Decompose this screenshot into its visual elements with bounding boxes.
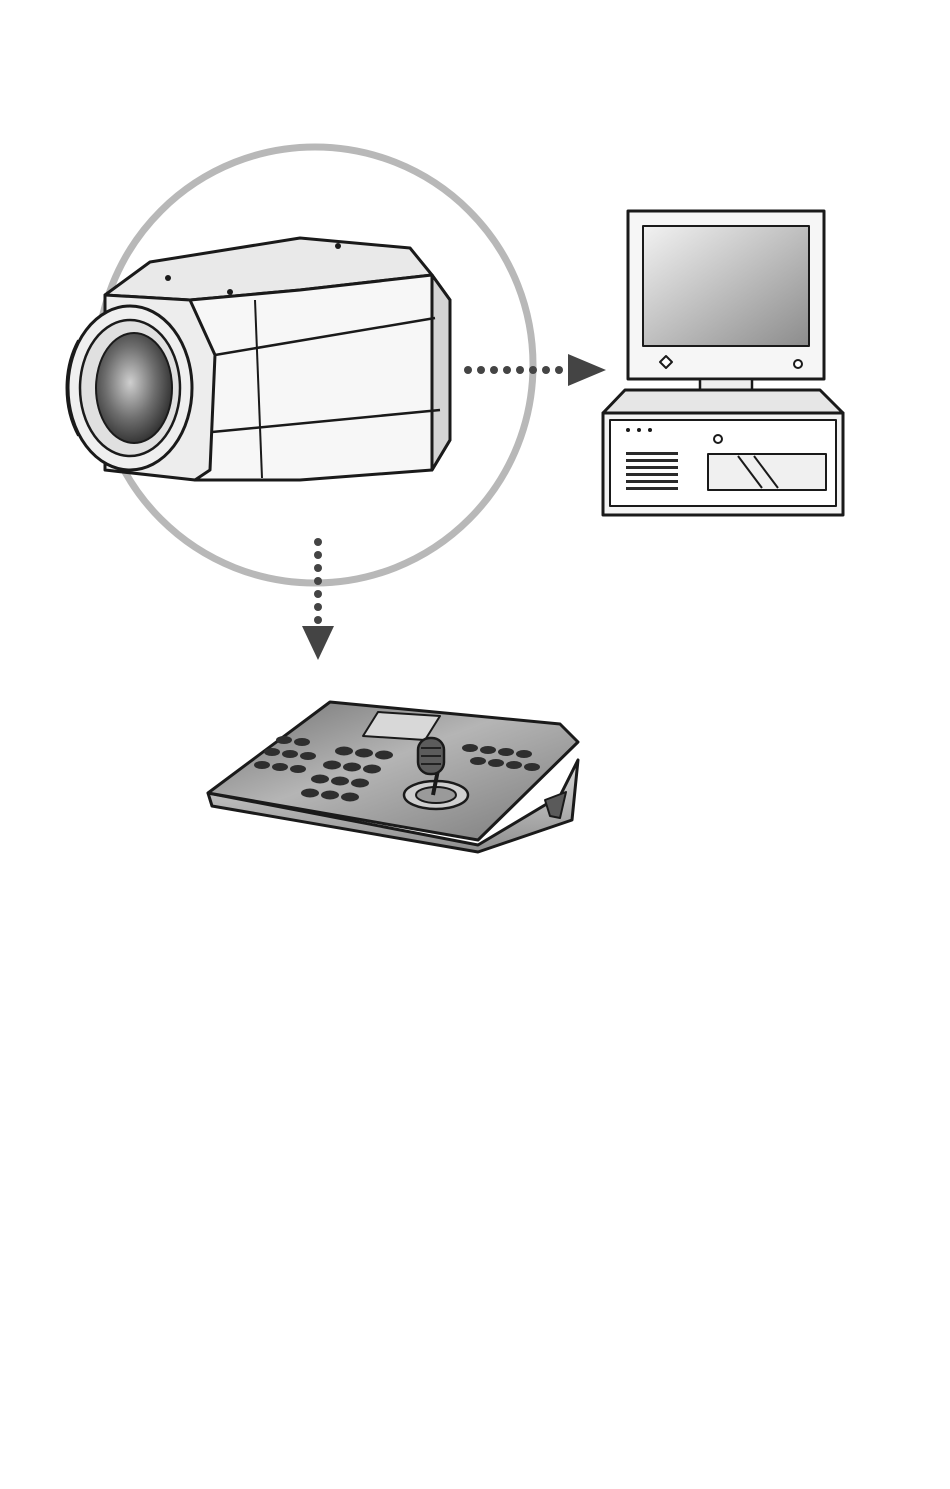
dvr-recorder-icon xyxy=(603,390,843,515)
desktop-monitor-icon xyxy=(628,211,824,412)
cctv-box-camera-icon xyxy=(66,238,450,480)
ptz-controller-keyboard-icon xyxy=(208,702,578,852)
arrow-camera-to-keyboard xyxy=(302,538,334,660)
